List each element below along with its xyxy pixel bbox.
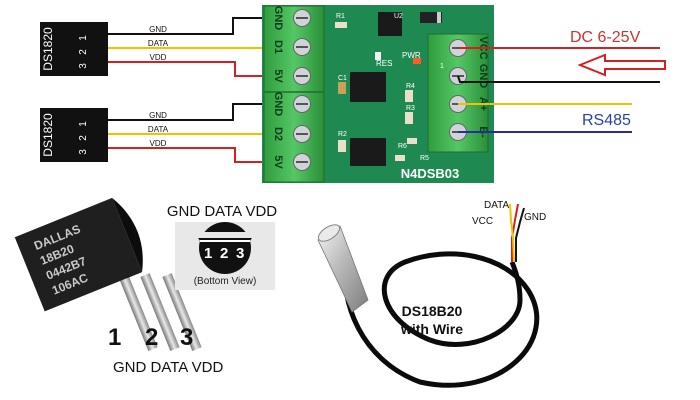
probe-wire-yellow [509,203,515,263]
terminal-label-gnd-1: GND [272,6,284,31]
to92-lead-1 [118,273,158,352]
to92-lead-2 [140,273,180,352]
terminal-label-5v-2: 5V [272,155,284,169]
pinout-header: GND DATA VDD [167,203,277,220]
silk-r4: R4 [406,83,415,90]
sensor-1-data-label: DATA [148,39,169,48]
resistor-r2 [338,140,346,152]
silk-j2-pin1: 1 [440,63,444,70]
silk-r5: R5 [420,155,429,162]
probe-wire-red [511,203,519,262]
probe-wire-black [515,207,525,262]
sensor-1-body [40,22,108,76]
resistor-r6 [407,138,417,144]
left-terminal-screws [293,9,311,171]
sensor-1-name: DS1820 [41,27,55,71]
probe-cable [342,251,540,388]
rs485-label: RS485 [582,112,631,129]
terminal-label-gnd-right: GND [477,64,489,89]
sensor-1-pin-2: 2 [78,49,89,55]
sensor-2-gnd-label: GND [149,111,167,120]
sensor-2-data-label: DATA [148,125,169,134]
to92-pin-number-1: 1 [108,324,121,351]
terminal-label-5v-1: 5V [272,69,284,83]
gnd-wire [457,75,660,83]
terminal-label-d1: D1 [272,40,284,54]
probe-wire-label-vcc: VCC [472,216,493,227]
power-input-arrow [577,53,666,77]
sensor-2-pin-2: 2 [78,135,89,141]
silk-r1: R1 [336,13,345,20]
probe-wire-label-data: DATA [484,200,510,211]
diode [420,12,442,23]
res-jumper-pad [375,52,381,60]
silk-pwr: PWR [402,51,421,60]
sensor-2: DS1820 1 2 3 GND DATA VDD [40,103,300,163]
sensor-2-vdd-label: VDD [150,139,167,148]
pinout-pin-3: 3 [236,245,244,262]
silk-r6: R6 [398,143,407,150]
capacitor-c1 [338,82,346,94]
sensor-1-vdd-label: VDD [150,53,167,62]
silk-r2: R2 [338,131,347,138]
pinout-bottom-view: GND DATA VDD 1 2 3 (Bottom View) [167,203,277,290]
ic-u3 [350,138,386,166]
resistor-r4 [405,90,413,102]
probe-title-line-2: with Wire [400,321,463,337]
sensor-1-pin-1: 1 [78,35,89,41]
left-terminal-block [263,5,325,183]
to92-pin-number-2: 2 [145,324,158,351]
sensor-2-pin-3: 3 [78,149,89,155]
pinout-caption: (Bottom View) [194,276,257,287]
regulator-u2 [378,12,402,36]
power-label: DC 6-25V [570,29,641,46]
silk-c1: C1 [338,75,347,82]
ds18b20-probe: DATA VCC GND DS18B20 with Wire [317,200,546,388]
power-led [413,58,421,64]
right-wiring: DC 6-25V RS485 [457,29,666,133]
to92-pin-names: GND DATA VDD [113,359,223,376]
resistor-r5 [395,155,405,161]
to92-pin-number-3: 3 [180,324,193,351]
sensor-2-name: DS1820 [41,113,55,157]
pinout-pin-1: 1 [204,245,212,262]
sensor-2-pin-1: 1 [78,121,89,127]
probe-title-line-1: DS18B20 [402,303,463,319]
silk-res: RES [376,59,392,68]
sensor-1: DS1820 1 2 3 GND DATA VDD [40,17,300,77]
resistor-r3 [405,112,413,124]
resistor-r1 [335,22,347,28]
to92-lead-3 [162,273,202,352]
silk-u2: U2 [394,13,403,20]
right-terminal-screws [449,39,467,141]
probe-wire-label-gnd: GND [524,212,546,223]
n4dsb03-board: GND D1 5V GND D2 5V VCC GND A+ B- [262,5,494,183]
to92-body [14,197,143,312]
sensor-1-pin-3: 3 [78,63,89,69]
terminal-label-gnd-2: GND [272,92,284,117]
board-name: N4DSB03 [401,166,460,181]
sensor-1-gnd-label: GND [149,25,167,34]
silk-r3: R3 [406,105,415,112]
pinout-pin-2: 2 [220,245,228,262]
ic-u1 [350,72,386,102]
sensor-2-body [40,108,108,162]
terminal-label-d2: D2 [272,127,284,141]
to92-package: DALLAS 18B20 0442B7 106AC 1 2 3 GND DATA… [14,197,223,376]
